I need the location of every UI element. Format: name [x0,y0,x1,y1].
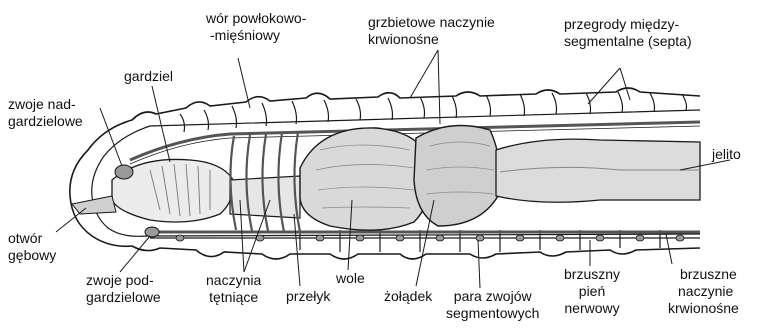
label-line: krwionośne [668,300,739,317]
label-line: segmentowych [446,305,539,322]
label-line: naczynie [668,283,739,300]
label-line: otwór [8,230,56,247]
label-grzbietowe: grzbietowe naczynie krwionośne [368,14,495,48]
label-line: gębowy [8,247,56,264]
label-line: segmentalne (septa) [564,33,692,50]
label-przegrody: przegrody między- segmentalne (septa) [564,16,692,50]
label-line: tętniące [206,289,261,306]
suprapharyngeal-ganglion [115,165,133,179]
label-przelyk: przełyk [286,288,330,305]
label-line: żołądek [384,288,432,305]
label-naczynia: naczynia tętniące [206,272,261,306]
label-jelito: jelito [712,146,741,163]
label-brzuszne-naczynie: brzuszne naczynie krwionośne [668,266,739,317]
label-line: zwoje pod- [86,272,161,289]
label-line: jelito [712,146,741,163]
label-wor: wór powłokowo- -mięśniowy [206,10,306,44]
label-line: -mięśniowy [206,27,306,44]
label-line: grzbietowe naczynie [368,14,495,31]
subpharyngeal-ganglion [145,227,159,237]
label-line: brzuszne [668,266,739,283]
label-line: brzuszny [564,266,620,283]
label-line: nerwowy [564,300,620,317]
label-line: gardzielowe [86,289,161,306]
intestine [496,139,700,202]
label-zwoje-nad: zwoje nad- gardzielowe [8,96,83,130]
label-zwoje-pod: zwoje pod- gardzielowe [86,272,161,306]
label-zoladek: żołądek [384,288,432,305]
label-line: gardziel [124,68,173,85]
crop [300,128,430,230]
label-wole: wole [336,270,365,287]
label-gardziel: gardziel [124,68,173,85]
label-line: krwionośne [368,31,495,48]
label-otwor: otwór gębowy [8,230,56,264]
label-line: naczynia [206,272,261,289]
label-line: przełyk [286,288,330,305]
label-brzuszny-pien: brzuszny pień nerwowy [564,266,620,317]
label-line: pień [564,283,620,300]
label-line: zwoje nad- [8,96,83,113]
label-para: para zwojów segmentowych [446,288,539,322]
label-line: para zwojów [446,288,539,305]
label-line: wór powłokowo- [206,10,306,27]
label-line: przegrody między- [564,16,692,33]
label-line: wole [336,270,365,287]
label-line: gardzielowe [8,113,83,130]
